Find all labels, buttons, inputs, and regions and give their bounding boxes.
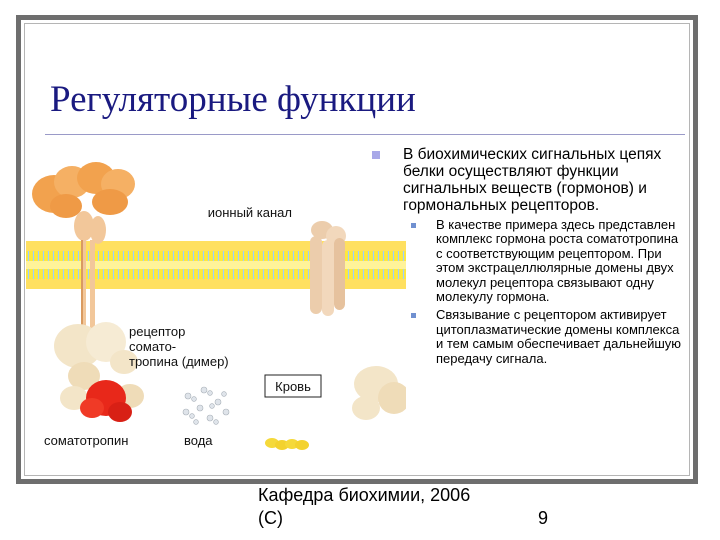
sub-bullet-square-icon — [411, 313, 416, 319]
sub-bullet-2: Связывание с рецептором активирует цитоп… — [403, 308, 684, 366]
label-water: вода — [184, 433, 213, 448]
sub-bullet-2-text: Связывание с рецептором активирует цитоп… — [436, 307, 682, 366]
lipid-molecule — [265, 438, 309, 450]
label-receptor-2: сомато- — [129, 339, 176, 354]
footer-line-1: Кафедра биохимии, 2006 — [258, 485, 471, 505]
membrane-receptor-figure: ионный канал рецептор сомато- тропина (д… — [26, 162, 406, 450]
label-blood: Кровь — [275, 379, 311, 394]
label-receptor-3: тропина (димер) — [129, 354, 229, 369]
sub-bullet-1: В качестве примера здесь представлен ком… — [403, 217, 684, 305]
slide-frame-inner — [24, 23, 690, 476]
bullet-main: В биохимических сигнальных цепях белки о… — [372, 146, 684, 214]
label-ion-channel: ионный канал — [208, 205, 292, 220]
bullet-main-text: В биохимических сигнальных цепях белки о… — [403, 146, 662, 214]
bullet-list: В биохимических сигнальных цепях белки о… — [372, 146, 684, 366]
sub-bullet-1-text: В качестве примера здесь представлен ком… — [436, 217, 679, 305]
water-molecules — [182, 386, 230, 425]
page-number: 9 — [538, 508, 549, 528]
bullet-square-icon — [372, 151, 380, 159]
label-somatotropin: соматотропин — [44, 433, 128, 448]
slide-title: Регуляторные функции — [50, 79, 416, 120]
sub-bullet-square-icon — [411, 223, 416, 228]
cell-membrane — [26, 241, 406, 289]
label-receptor-1: рецептор — [129, 324, 185, 339]
protein-complex — [352, 366, 406, 420]
somatotropin-hormone — [80, 380, 132, 422]
ion-channel — [310, 221, 346, 316]
label-blood-box — [264, 374, 322, 398]
footer-line-2: (С) — [258, 508, 283, 528]
footer-text: Кафедра биохимии, 2006 (С) — [258, 484, 470, 530]
title-underline — [45, 134, 685, 135]
receptor-dimer — [32, 162, 144, 410]
